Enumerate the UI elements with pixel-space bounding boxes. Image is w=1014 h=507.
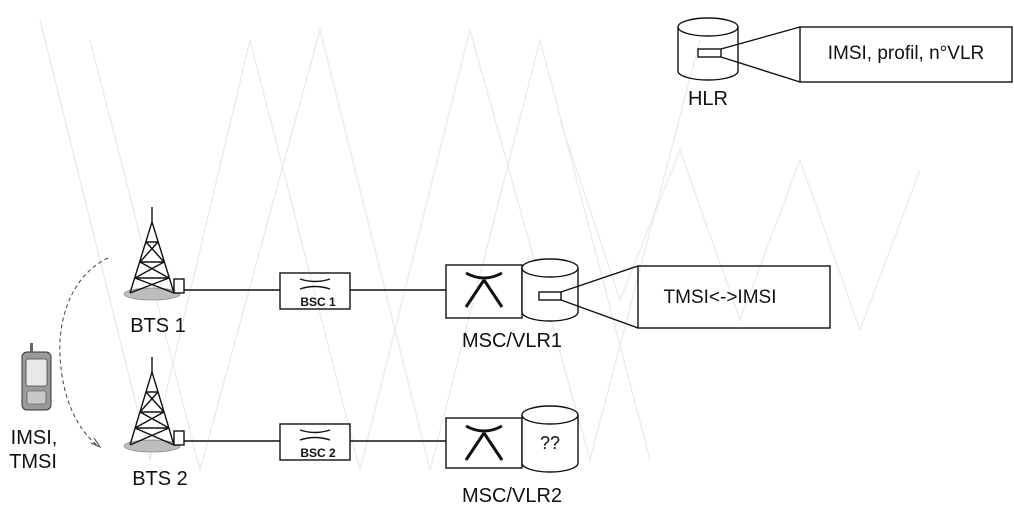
antenna-tower-icon bbox=[123, 357, 185, 453]
mobile-phone: IMSI, TMSI bbox=[9, 343, 57, 473]
bts1-tower: BTS 1 bbox=[123, 207, 186, 337]
bts2-label: BTS 2 bbox=[132, 468, 188, 490]
hlr-zoom-lines bbox=[720, 26, 801, 83]
phone-label-line1: IMSI, bbox=[11, 427, 58, 449]
msc2-label: MSC/VLR2 bbox=[462, 485, 562, 507]
hlr-content-box: IMSI, profil, n°VLR bbox=[799, 26, 1013, 83]
vlr2-unknown-label: ?? bbox=[540, 433, 560, 453]
vlr1-zoom-lines bbox=[560, 265, 639, 329]
msc1-switch-box bbox=[445, 264, 523, 319]
bts1-label: BTS 1 bbox=[130, 315, 186, 337]
database-icon bbox=[677, 17, 739, 81]
switch-icon bbox=[464, 271, 504, 308]
bsc1-label: BSC 1 bbox=[300, 295, 336, 309]
phone-label-line2: TMSI bbox=[9, 451, 57, 473]
background-watermark bbox=[39, 19, 921, 473]
bsc2-label: BSC 2 bbox=[300, 446, 336, 460]
vlr1-content-label: TMSI<->IMSI bbox=[664, 287, 777, 308]
switch-icon bbox=[299, 278, 331, 290]
switch-icon bbox=[464, 424, 504, 461]
msc2-switch-box bbox=[445, 417, 523, 469]
antenna-tower-icon bbox=[123, 207, 185, 301]
msc-vlr1: MSC/VLR1 bbox=[445, 258, 579, 352]
handover-arrow bbox=[59, 257, 109, 449]
database-icon bbox=[521, 258, 579, 322]
hlr-database: HLR bbox=[677, 17, 739, 110]
hlr-content-label: IMSI, profil, n°VLR bbox=[828, 43, 984, 64]
links bbox=[184, 289, 446, 442]
bsc2: BSC 2 bbox=[279, 423, 351, 461]
switch-icon bbox=[299, 429, 331, 441]
msc1-label: MSC/VLR1 bbox=[462, 330, 562, 352]
mobile-phone-icon bbox=[21, 343, 52, 411]
hlr-label: HLR bbox=[688, 88, 728, 110]
msc-vlr2: ?? MSC/VLR2 bbox=[445, 405, 579, 507]
database-icon: ?? bbox=[521, 405, 579, 473]
bsc1: BSC 1 bbox=[279, 272, 351, 310]
bts2-tower: BTS 2 bbox=[123, 357, 188, 490]
vlr1-content-box: TMSI<->IMSI bbox=[637, 265, 831, 329]
